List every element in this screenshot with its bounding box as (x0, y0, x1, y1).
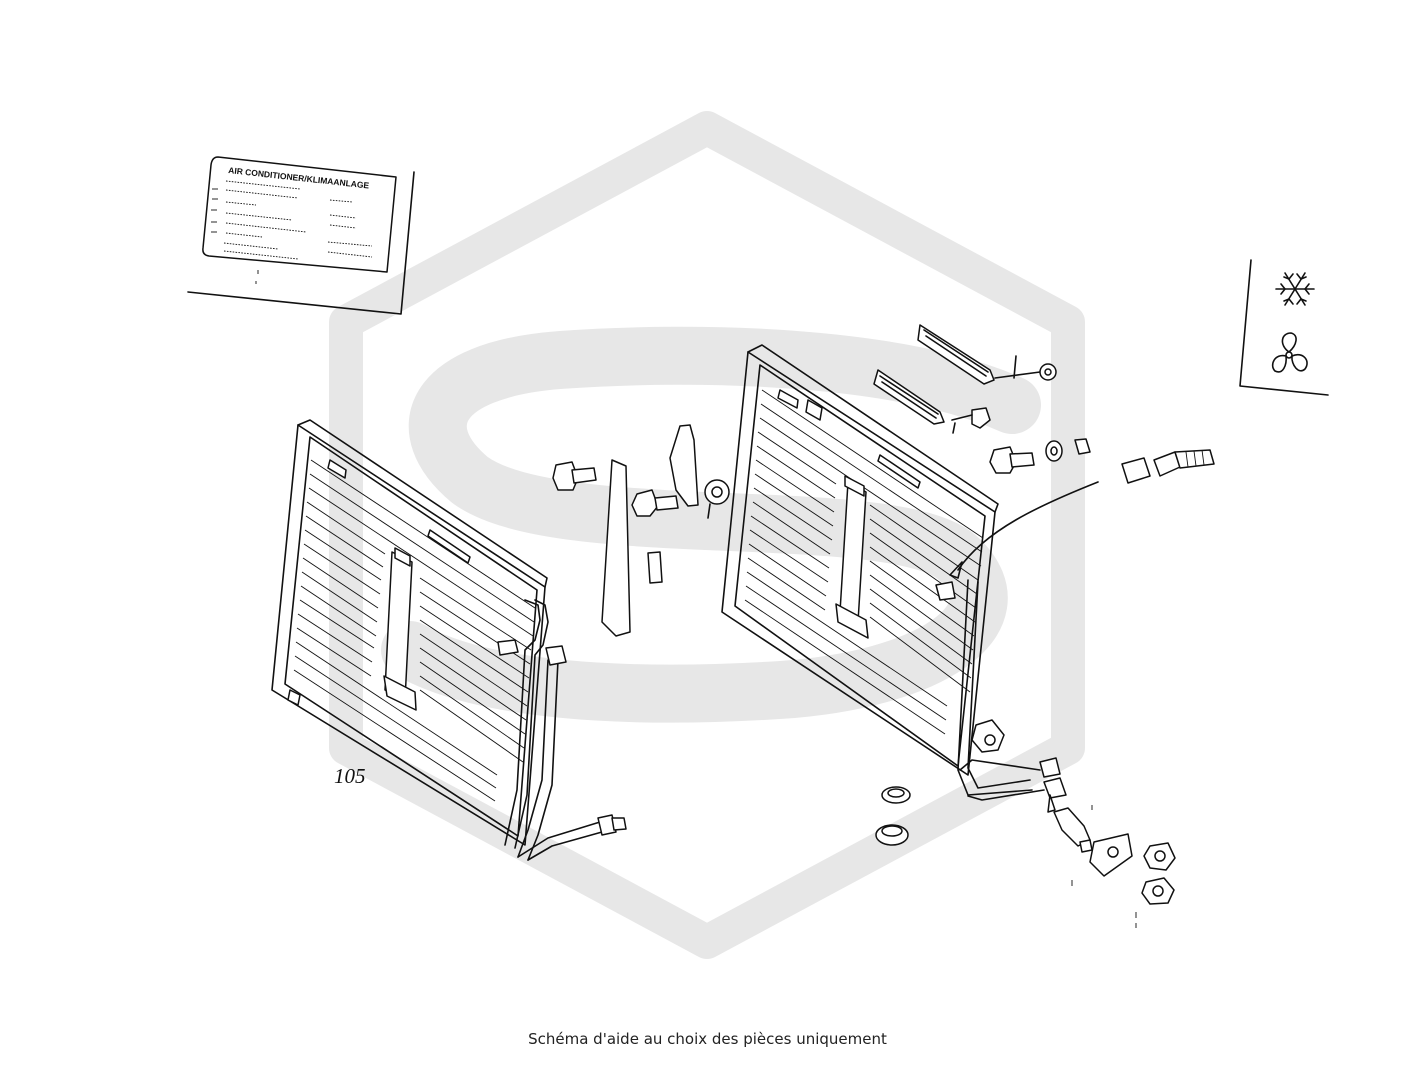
pointer-arrowhead (949, 561, 963, 579)
condenser-left: 105 (271, 419, 627, 861)
symbol-panel (1239, 259, 1329, 396)
pointer-arrow (957, 481, 1099, 571)
fittings (875, 438, 1215, 928)
mounting-brackets (552, 424, 730, 637)
part-number-label: 105 (334, 764, 366, 788)
snowflake-icon (1275, 272, 1315, 306)
disclaimer-caption: Schéma d'aide au choix des pièces unique… (528, 1030, 887, 1048)
watermark-logo (329, 111, 1085, 959)
condenser-right (721, 344, 1067, 813)
ac-label-sticker: AIR CONDITIONER/KLIMAANLAGE (187, 156, 415, 315)
seal-strips (873, 324, 1057, 434)
fan-icon (1271, 332, 1308, 373)
